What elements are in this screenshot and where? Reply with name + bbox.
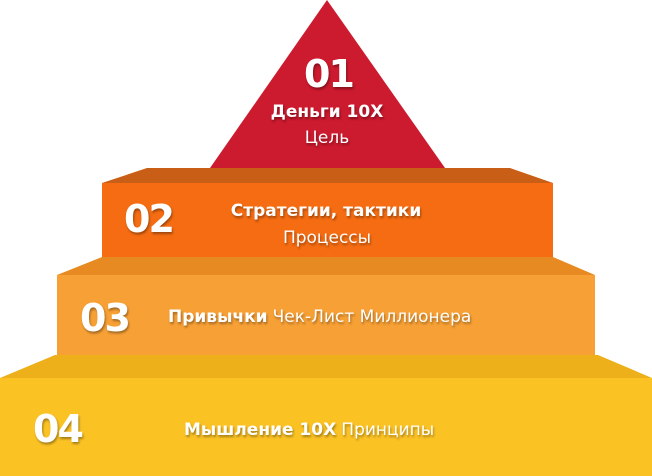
level-1-number: 01 <box>304 52 355 96</box>
level-4-text: Мышление 10X Принципы <box>184 420 434 440</box>
level-2-subtitle: Процессы <box>282 228 372 248</box>
level-3-subtitle: Чек-Лист Миллионера <box>272 307 472 327</box>
level-3-front-face <box>57 275 595 355</box>
level-4-title: Мышление 10X <box>184 420 337 440</box>
level-3-top-face <box>57 257 595 275</box>
level-1-triangle <box>210 0 445 168</box>
level-3-text: Привычки Чек-Лист Миллионера <box>168 307 471 327</box>
level-2-front-face <box>102 183 553 257</box>
level-1-title: Деньги 10X <box>270 102 384 122</box>
level-2-title: Стратегии, тактики <box>230 201 422 221</box>
level-2-top-face <box>102 168 553 183</box>
level-4-number: 04 <box>33 407 84 451</box>
level-1-subtitle: Цель <box>304 128 350 148</box>
level-4-front-face <box>0 378 652 476</box>
level-4-top-face <box>0 355 652 378</box>
level-4-subtitle: Принципы <box>341 420 435 440</box>
level-3-number: 03 <box>80 296 131 340</box>
level-3-title: Привычки <box>168 307 268 327</box>
level-2-number: 02 <box>124 197 175 241</box>
